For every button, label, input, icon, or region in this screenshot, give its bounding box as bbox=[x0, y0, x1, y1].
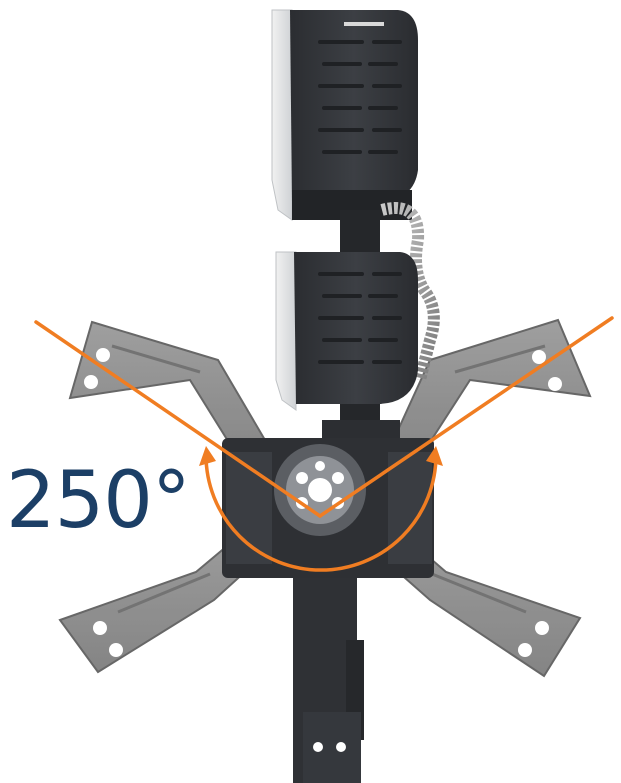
lower-light-fixture bbox=[275, 251, 418, 411]
rotation-angle-indicator bbox=[34, 316, 614, 572]
mounting-post bbox=[293, 560, 364, 783]
arc-arrowheads bbox=[199, 446, 443, 466]
armored-cable bbox=[380, 202, 440, 382]
rotation-angle-label: 250° bbox=[6, 456, 191, 546]
upper-light-fixture bbox=[271, 9, 418, 221]
